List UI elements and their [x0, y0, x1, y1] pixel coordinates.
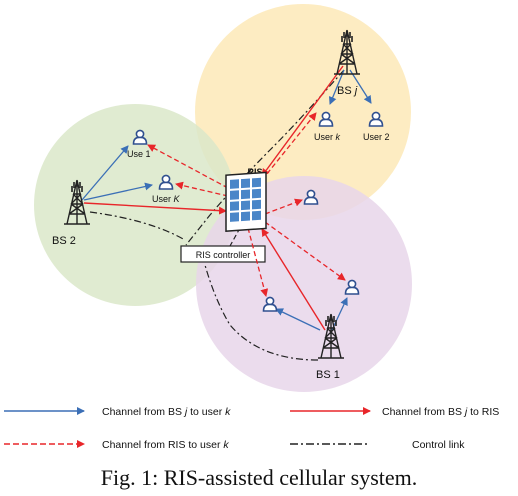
channel-ris-user-bs1-left — [247, 227, 269, 297]
channel-bsj-ris — [261, 65, 344, 177]
channel-ris-user-bs1-right — [264, 221, 346, 281]
legend: Channel from BS j to user k Channel from… — [4, 406, 499, 451]
channel-bsj-user2 — [349, 69, 372, 104]
bs-1-label: BS 1 — [316, 369, 340, 381]
bs-2-label: BS 2 — [52, 235, 76, 247]
user-k-label: User k — [314, 132, 341, 142]
channel-ris-userK — [175, 181, 229, 197]
red-ris-user-channels — [147, 112, 346, 297]
legend-bs-ris-label: Channel from BS j to RIS — [382, 406, 499, 418]
channel-bs2-ris — [83, 202, 227, 215]
channel-ris-use1 — [147, 144, 229, 189]
cell-bs-j — [195, 4, 411, 220]
ris-controller: RIS controller — [180, 245, 266, 263]
channel-ris-userk — [261, 112, 317, 181]
legend-ris-user-label: Channel from RIS to user k — [102, 439, 229, 451]
bs-j-label: BS j — [337, 85, 358, 97]
channel-bs2-userK — [83, 182, 153, 201]
channel-bs1-ris — [261, 228, 326, 331]
red-bs-ris-channels — [83, 65, 344, 331]
legend-control-label: Control link — [412, 439, 465, 451]
control-link-bs-2 — [89, 211, 186, 241]
control-link-bs-j — [185, 69, 345, 246]
channel-bs2-use1 — [81, 145, 129, 201]
legend-bs-user-label: Channel from BS j to user k — [102, 406, 231, 418]
user-K-label: User K — [152, 194, 181, 204]
ris-controller-label: RIS controller — [196, 250, 251, 260]
channel-bs1-user-right — [331, 297, 348, 331]
control-link-bs-1 — [204, 264, 319, 361]
user-2-label: User 2 — [363, 132, 390, 142]
channel-bs1-user-left — [275, 308, 321, 331]
ris-label: RIS — [247, 167, 262, 177]
ris-panel: RIS — [225, 167, 267, 232]
figure-caption: Fig. 1: RIS-assisted cellular system. — [101, 465, 418, 490]
control-links — [89, 69, 345, 361]
channel-bsj-userk — [328, 69, 345, 105]
channel-ris-user-bs1-top — [264, 198, 303, 215]
blue-channels — [81, 69, 372, 331]
use-1-label: Use 1 — [127, 149, 151, 159]
